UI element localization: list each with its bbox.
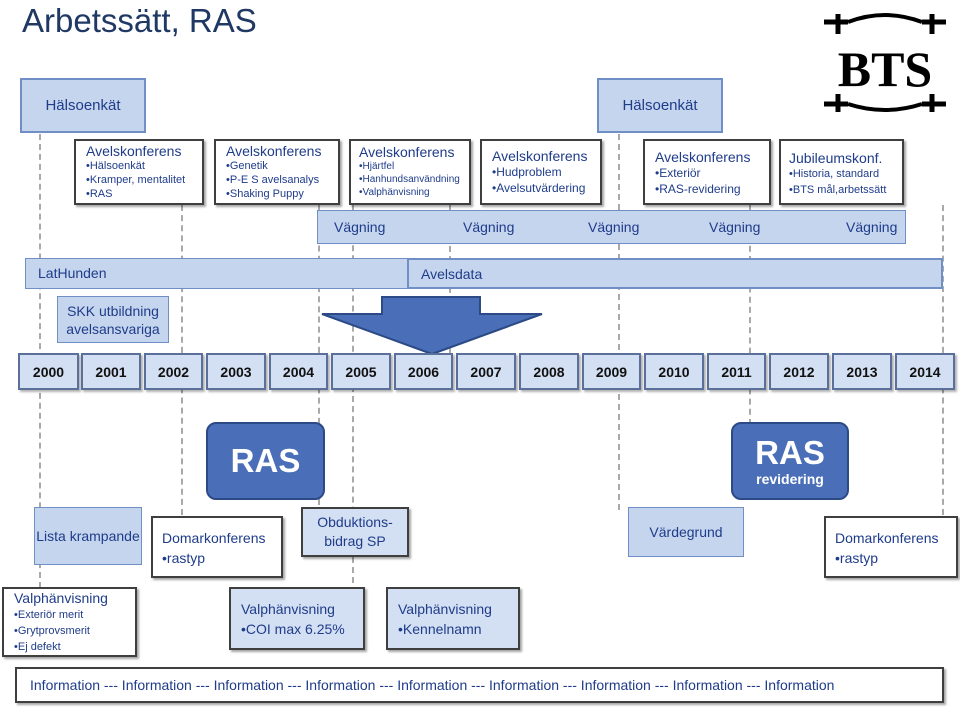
puppy-referral-title: Valphänvisning [398, 601, 492, 617]
judge-conference-title: Domarkonferens [835, 530, 939, 546]
judge-conference-title: Domarkonferens [162, 530, 266, 546]
conference-box: Avelskonferens Genetik P-E S avelsanalys… [214, 139, 340, 205]
conference-title: Avelskonferens [492, 148, 588, 164]
ras-revision-box: RAS revidering [731, 422, 849, 500]
conference-item: Hanhundsanvändning [359, 173, 461, 186]
year-box: 2012 [769, 353, 829, 390]
weighing-label: Vägning [709, 219, 761, 235]
conference-item: Kramper, mentalitet [86, 173, 192, 187]
year-box: 2014 [895, 353, 955, 390]
conference-item: Hudproblem [492, 164, 590, 180]
page-title: Arbetssätt, RAS [22, 2, 257, 39]
health-survey-label: Hälsoenkät [622, 97, 698, 114]
puppy-referral-box: Valphänvisning COI max 6.25% [229, 587, 365, 650]
autopsy-contribution-box: Obduktions-bidrag SP [301, 507, 409, 557]
puppy-referral-item: Exteriör merit [14, 607, 125, 623]
year-box: 2002 [144, 353, 203, 390]
conference-title: Avelskonferens [86, 143, 182, 159]
bts-logo: BTS [818, 4, 952, 118]
ras-label: RAS [230, 442, 301, 479]
health-survey-box: Hälsoenkät [20, 78, 146, 133]
year-box: 2001 [81, 353, 141, 390]
ras-box: RAS [206, 422, 325, 500]
year-box: 2008 [519, 353, 579, 390]
weighing-band [317, 210, 906, 244]
conference-title: Avelskonferens [359, 144, 455, 160]
ras-revision-label: RAS [755, 434, 825, 471]
avelsdata-label: Avelsdata [421, 266, 483, 282]
conference-box: Avelskonferens Hudproblem Avelsutvärderi… [480, 139, 602, 205]
down-arrow-icon [321, 296, 543, 356]
conference-title: Jubileumskonf. [789, 150, 883, 166]
conference-item: Shaking Puppy [226, 187, 328, 201]
puppy-referral-box: Valphänvisning Exteriör merit Grytprovsm… [2, 587, 137, 657]
information-text: Information --- Information --- Informat… [30, 677, 835, 693]
autopsy-contribution-label: Obduktions-bidrag SP [317, 514, 393, 549]
conference-box: Avelskonferens Exteriör RAS-revidering [643, 139, 771, 205]
year-box: 2013 [832, 353, 892, 390]
lathunden-label: LatHunden [38, 265, 107, 281]
conference-item: Exteriör [655, 165, 759, 181]
year-box: 2011 [707, 353, 766, 390]
conference-item: RAS [86, 187, 192, 201]
conference-item: Hälsoenkät [86, 159, 192, 173]
conference-item: Valphänvisning [359, 186, 461, 199]
year-box: 2006 [394, 353, 453, 390]
conference-box: Avelskonferens Hälsoenkät Kramper, menta… [74, 139, 204, 205]
health-survey-label: Hälsoenkät [45, 97, 121, 114]
judge-conference-item: rastyp [835, 548, 947, 568]
cramp-list-box: Lista krampande [34, 507, 142, 565]
conference-title: Avelskonferens [655, 149, 751, 165]
values-box: Värdegrund [628, 507, 744, 557]
cramp-list-label: Lista krampande [36, 527, 140, 544]
conference-box: Avelskonferens Hjärtfel Hanhundsanvändni… [349, 139, 471, 205]
year-box: 2007 [456, 353, 516, 390]
values-label: Värdegrund [649, 524, 723, 540]
dash-line [618, 134, 620, 510]
puppy-referral-item: Kennelnamn [398, 619, 508, 639]
skk-education-label: SKK utbildning avelsansvariga [66, 302, 160, 337]
year-box: 2004 [269, 353, 328, 390]
year-box: 2003 [206, 353, 266, 390]
year-box: 2005 [331, 353, 391, 390]
conference-item: Historia, standard [789, 166, 894, 182]
year-box: 2000 [18, 353, 79, 390]
weighing-label: Vägning [463, 219, 515, 235]
ras-revision-sub: revidering [756, 471, 824, 487]
weighing-label: Vägning [846, 219, 898, 235]
information-bar: Information --- Information --- Informat… [15, 667, 944, 703]
skk-education-box: SKK utbildning avelsansvariga [57, 296, 169, 343]
weighing-label: Vägning [334, 219, 386, 235]
puppy-referral-title: Valphänvisning [14, 590, 108, 606]
judge-conference-box: Domarkonferens rastyp [151, 516, 283, 578]
conference-box: Jubileumskonf. Historia, standard BTS må… [779, 139, 904, 205]
puppy-referral-item: Grytprovsmerit [14, 623, 125, 639]
puppy-referral-item: Ej defekt [14, 639, 125, 655]
judge-conference-item: rastyp [162, 548, 272, 568]
judge-conference-box: Domarkonferens rastyp [824, 516, 958, 578]
conference-item: RAS-revidering [655, 181, 759, 197]
puppy-referral-item: COI max 6.25% [241, 619, 353, 639]
conference-item: Genetik [226, 159, 328, 173]
bts-logo-graphic: BTS [824, 13, 946, 112]
year-box: 2009 [582, 353, 641, 390]
weighing-label: Vägning [588, 219, 640, 235]
dash-line [449, 205, 451, 385]
puppy-referral-box: Valphänvisning Kennelnamn [386, 587, 520, 650]
dash-line [352, 205, 354, 583]
conference-item: Avelsutvärdering [492, 180, 590, 196]
conference-item: P-E S avelsanalys [226, 173, 328, 187]
puppy-referral-title: Valphänvisning [241, 601, 335, 617]
avelsdata-bar: Avelsdata [407, 258, 943, 289]
logo-text: BTS [838, 41, 933, 97]
health-survey-box: Hälsoenkät [597, 78, 723, 133]
year-box: 2010 [644, 353, 704, 390]
dash-line [749, 205, 751, 425]
conference-title: Avelskonferens [226, 143, 322, 159]
conference-item: Hjärtfel [359, 160, 461, 173]
conference-item: BTS mål,arbetssätt [789, 182, 894, 198]
lathunden-bar: LatHunden [25, 258, 415, 289]
